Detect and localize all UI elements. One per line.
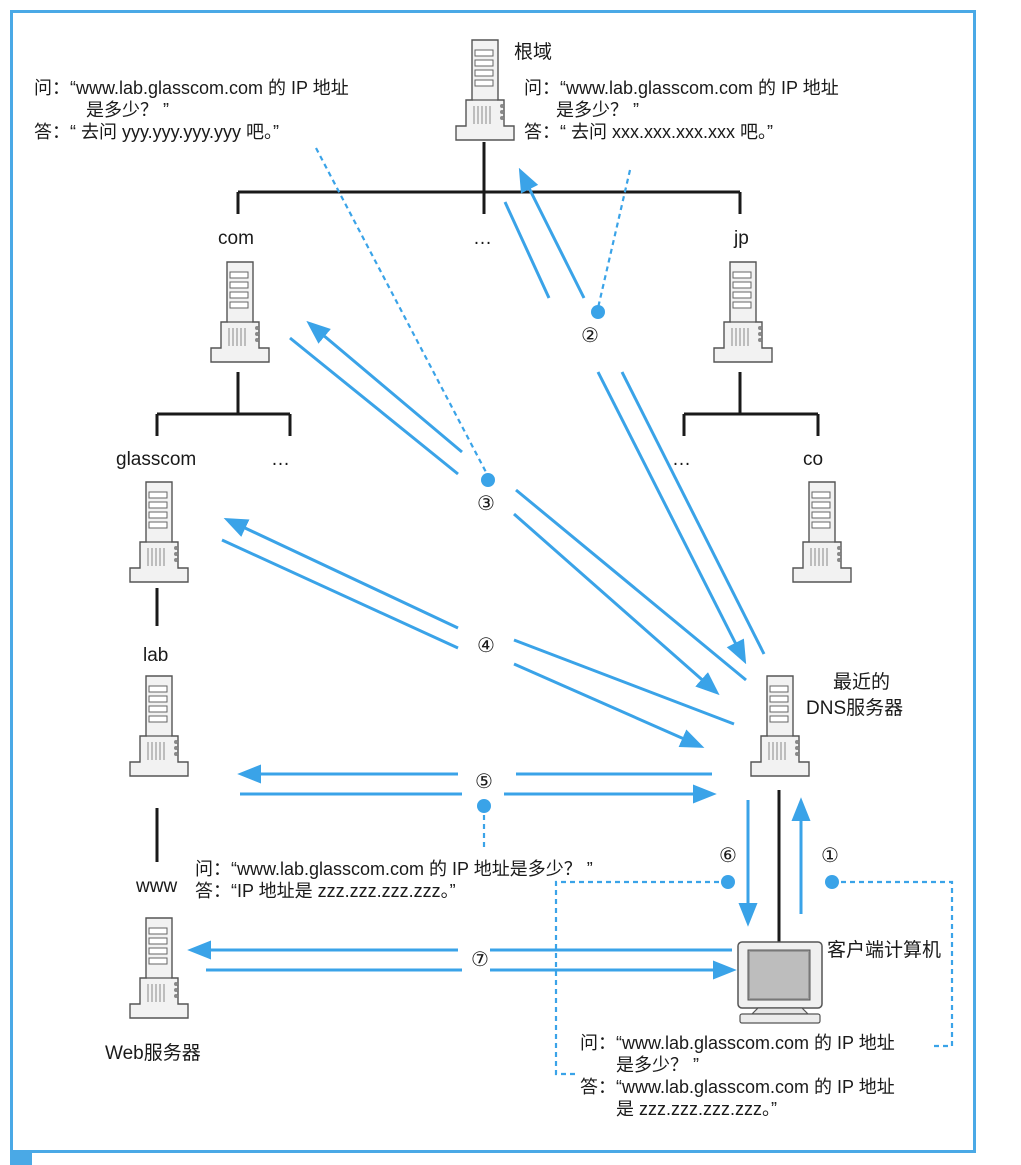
lab-question: 问：“www.lab.glasscom.com 的 IP 地址是多少？ ” [195,859,593,879]
top-dots-label: … [473,228,492,249]
www-label: www [136,876,178,897]
client-answer-line2: 是 zzz.zzz.zzz.zzz。” [616,1099,777,1119]
root-question-line1: 问：“www.lab.glasscom.com 的 IP 地址 [524,78,839,98]
arrow-dns-to-glasscom [223,517,459,630]
client-question-line2: 是多少？ ” [616,1055,699,1075]
com-dots-label: … [271,449,290,470]
lab-label: lab [143,645,169,666]
step-4: ④ [477,635,495,657]
root-answer: 答：“ 去问 xxx.xxx.xxx.xxx 吧。” [524,122,773,142]
step-3: ③ [477,493,495,515]
arrow-root-to-dns [596,371,747,665]
connector-dots [477,305,839,889]
client-answer-line1: 答：“www.lab.glasscom.com 的 IP 地址 [580,1077,895,1097]
step-5: ⑤ [475,771,493,793]
com-answer: 答：“ 去问 yyy.yyy.yyy.yyy 吧。” [34,122,279,142]
com-exchange-note: 问：“www.lab.glasscom.com 的 IP 地址 是多少？ ” 答… [34,77,349,143]
step-1: ① [821,845,839,867]
lab-answer: 答：“IP 地址是 zzz.zzz.zzz.zzz。” [195,881,456,901]
client-exchange-note: 问：“www.lab.glasscom.com 的 IP 地址 是多少？ ” 答… [580,1032,895,1120]
jp-label: jp [734,228,749,249]
dns-server-icon [750,675,810,777]
dns-tree-lines [155,142,820,942]
web-server-icon [129,917,189,1019]
lab-server-icon [129,675,189,777]
query-arrows [187,167,811,980]
arrow-com-to-dns [513,512,720,696]
co-server-icon [792,481,852,583]
root-exchange-note: 问：“www.lab.glasscom.com 的 IP 地址 是多少？ ” 答… [524,77,839,143]
diagram-frame [10,10,976,1153]
glasscom-label: glasscom [116,449,197,470]
jp-dots-label: … [672,449,691,470]
arrow-dns-to-root [518,167,586,299]
dns-label-line1: 最近的 [833,672,891,693]
glasscom-server-icon [129,481,189,583]
com-question-line2: 是多少？ ” [86,100,169,120]
lab-exchange-note: 问：“www.lab.glasscom.com 的 IP 地址是多少？ ” 答：… [195,858,593,902]
client-computer-icon [737,941,823,1024]
com-server-icon [210,261,270,363]
step-2: ② [581,325,599,347]
step-7: ⑦ [471,949,489,971]
co-label: co [803,449,824,470]
com-label: com [218,228,254,249]
root-server-icon [455,39,515,141]
com-question-line1: 问：“www.lab.glasscom.com 的 IP 地址 [34,78,349,98]
arrow-dns-to-com [306,320,463,454]
arrow-glasscom-to-dns [513,662,705,748]
dotted-connectors [315,147,954,1076]
jp-server-icon [713,261,773,363]
dns-label-line2: DNS服务器 [806,698,904,719]
frame-corner-tab [10,1153,32,1165]
step-6: ⑥ [719,845,737,867]
root-question-line2: 是多少？ ” [556,100,639,120]
client-question-line1: 问：“www.lab.glasscom.com 的 IP 地址 [580,1033,895,1053]
client-label: 客户端计算机 [827,940,942,961]
root-domain-label: 根域 [514,42,553,63]
web-server-label: Web服务器 [105,1043,201,1064]
